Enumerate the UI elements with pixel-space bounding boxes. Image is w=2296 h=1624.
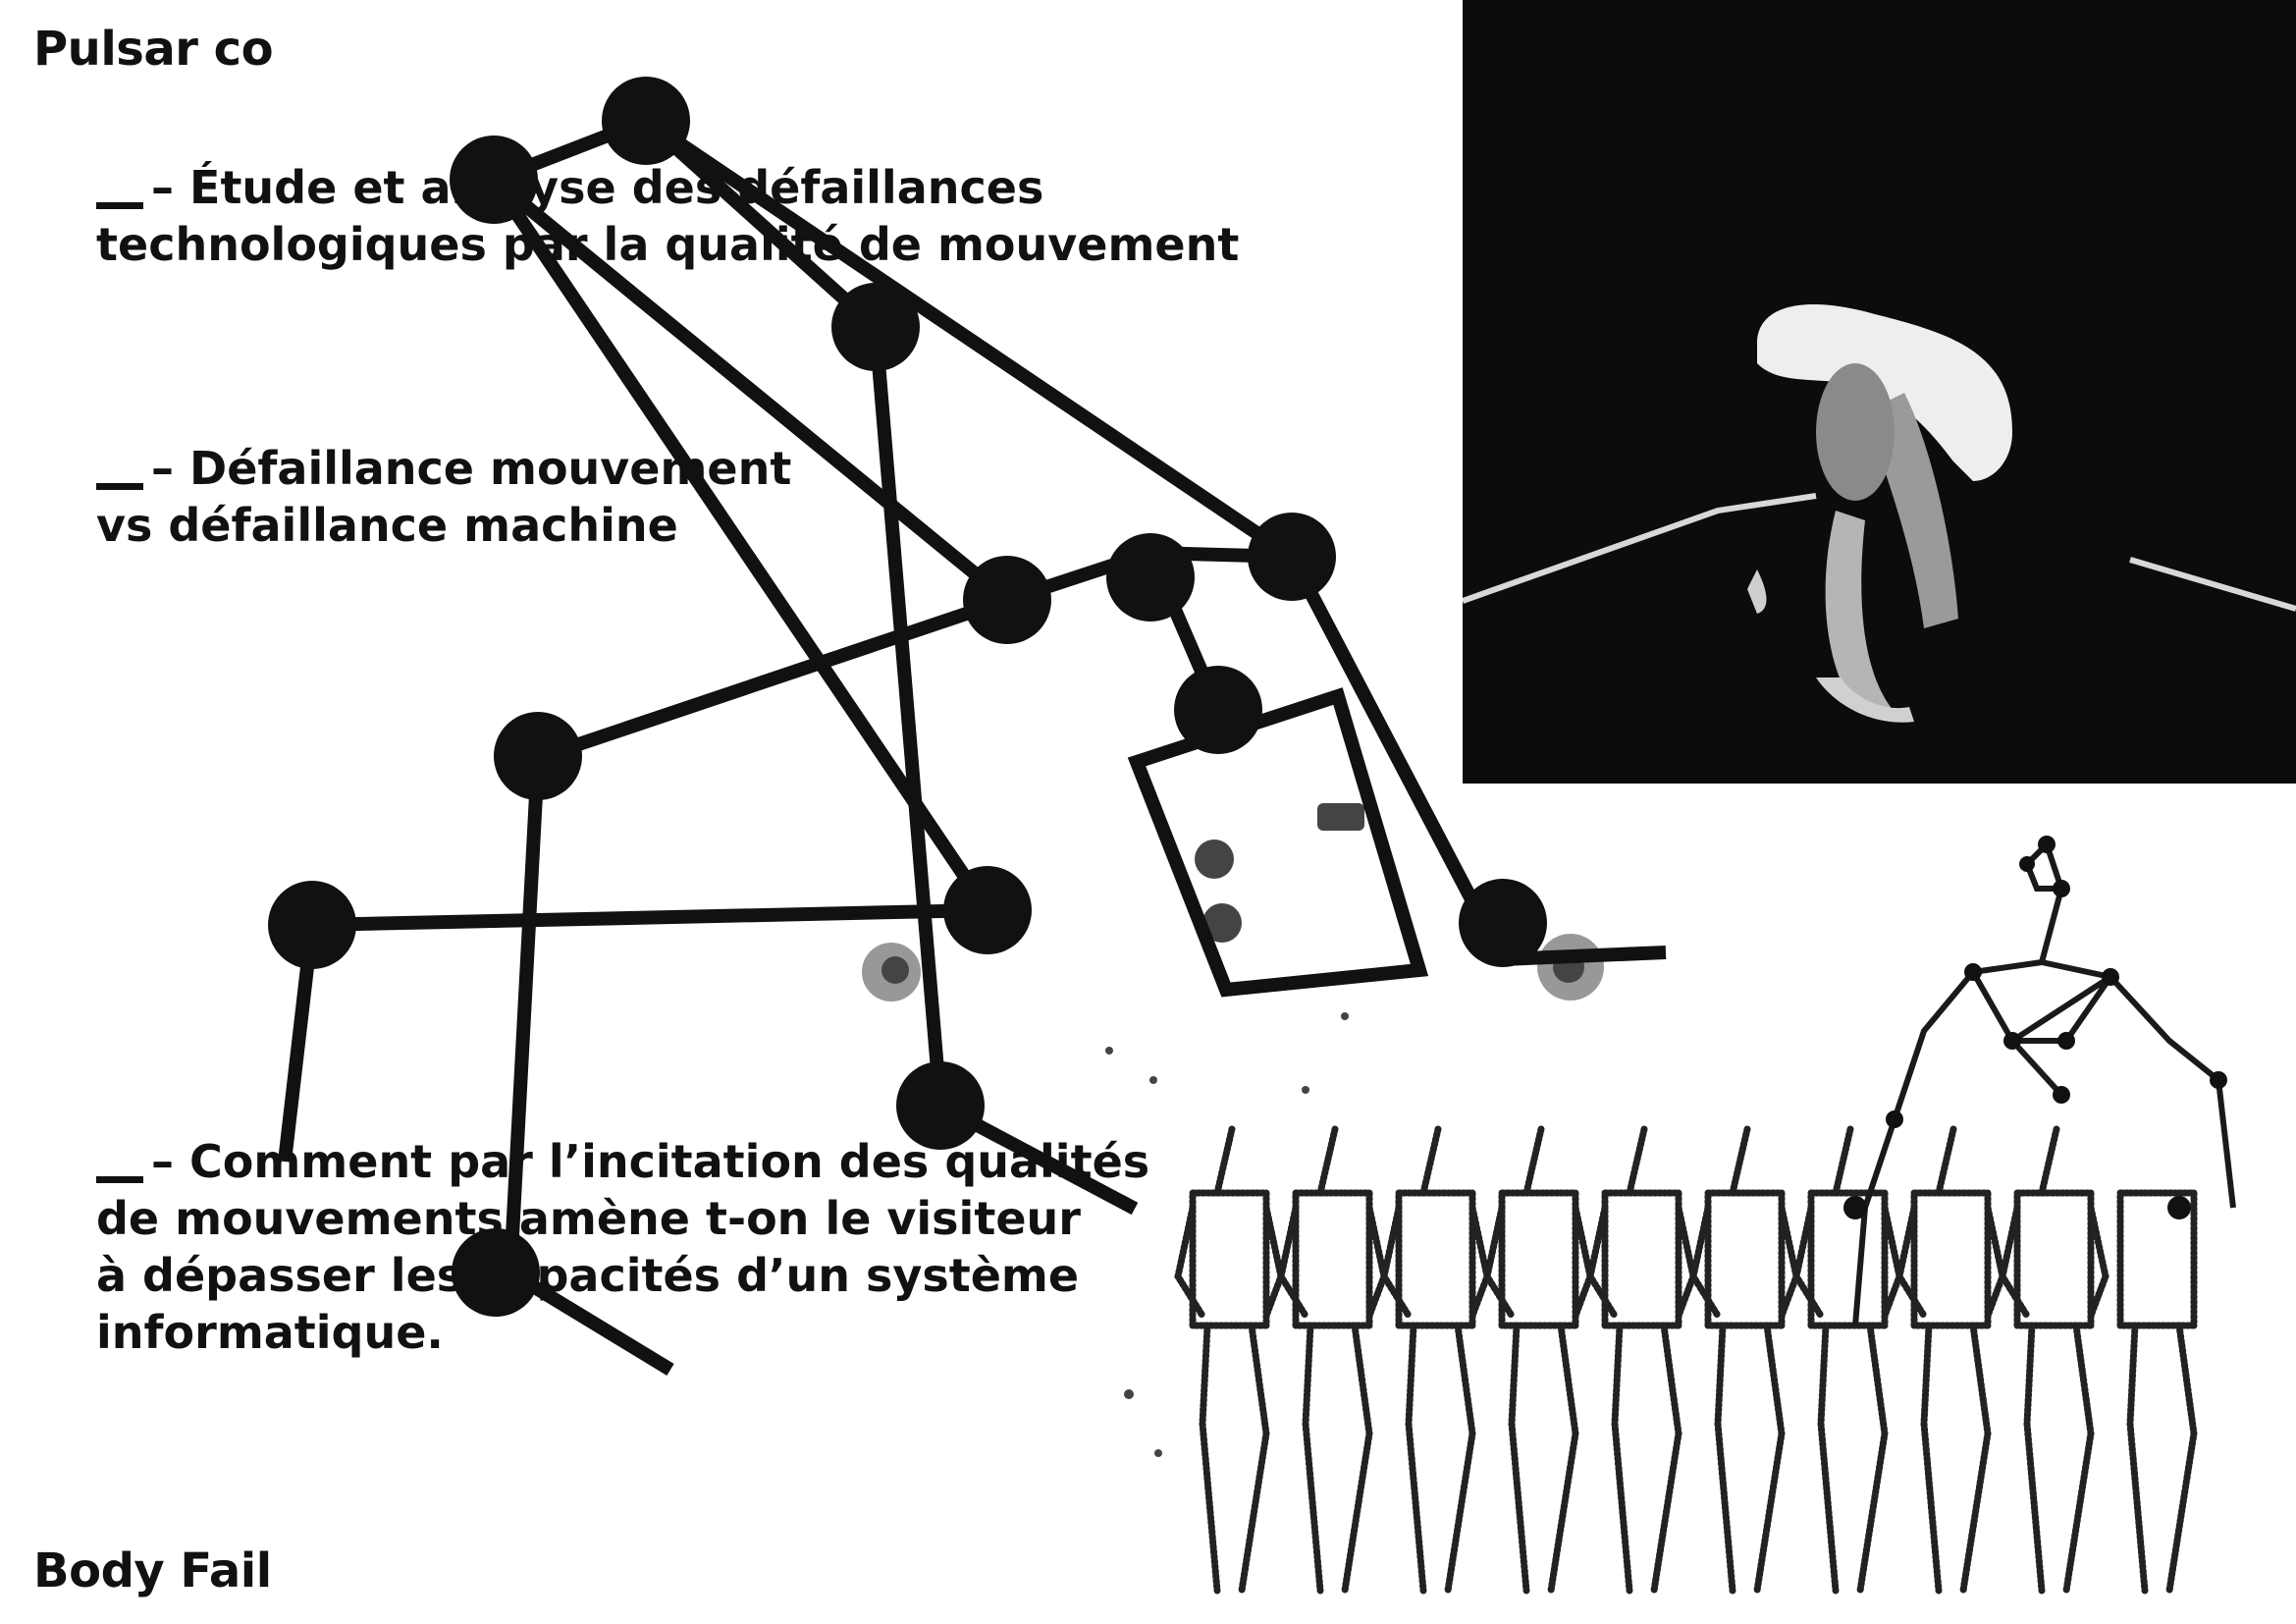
subtitle-label: Body Fail (33, 1543, 272, 1598)
node (1106, 533, 1195, 622)
node (963, 556, 1051, 644)
node (1248, 513, 1336, 601)
node (450, 135, 538, 224)
bullet-two-line-2: vs défaillance machine (96, 499, 678, 552)
bullet-three: – Comment par l’incitation des qualités … (96, 1133, 1149, 1361)
node (831, 283, 920, 371)
node (268, 881, 356, 969)
title-label: Pulsar co (33, 22, 274, 77)
bullet-three-line-1: – Comment par l’incitation des qualités (151, 1135, 1150, 1188)
node (602, 77, 690, 165)
bullet-three-line-2: de mouvements amène t-on le visiteur (96, 1192, 1081, 1245)
bullet-one-line-2: technologiques par la qualité de mouveme… (96, 218, 1240, 271)
dancer-photo (1463, 0, 2296, 784)
node (452, 1228, 540, 1317)
node (896, 1061, 985, 1150)
node (494, 712, 582, 800)
dash-icon (96, 483, 143, 490)
node (1459, 879, 1547, 967)
dash-icon (96, 1176, 143, 1183)
bullet-one-line-1: – Étude et analyse des défaillances (151, 161, 1044, 214)
node (1174, 666, 1262, 754)
bullet-one: – Étude et analyse des défaillances tech… (96, 159, 1239, 273)
dash-icon (96, 202, 143, 209)
bullet-three-line-4: informatique. (96, 1306, 444, 1359)
dancer-illustration (1463, 304, 2296, 723)
bullet-three-line-3: à dépasser les capacités d’un système (96, 1249, 1080, 1302)
node (943, 866, 1032, 954)
